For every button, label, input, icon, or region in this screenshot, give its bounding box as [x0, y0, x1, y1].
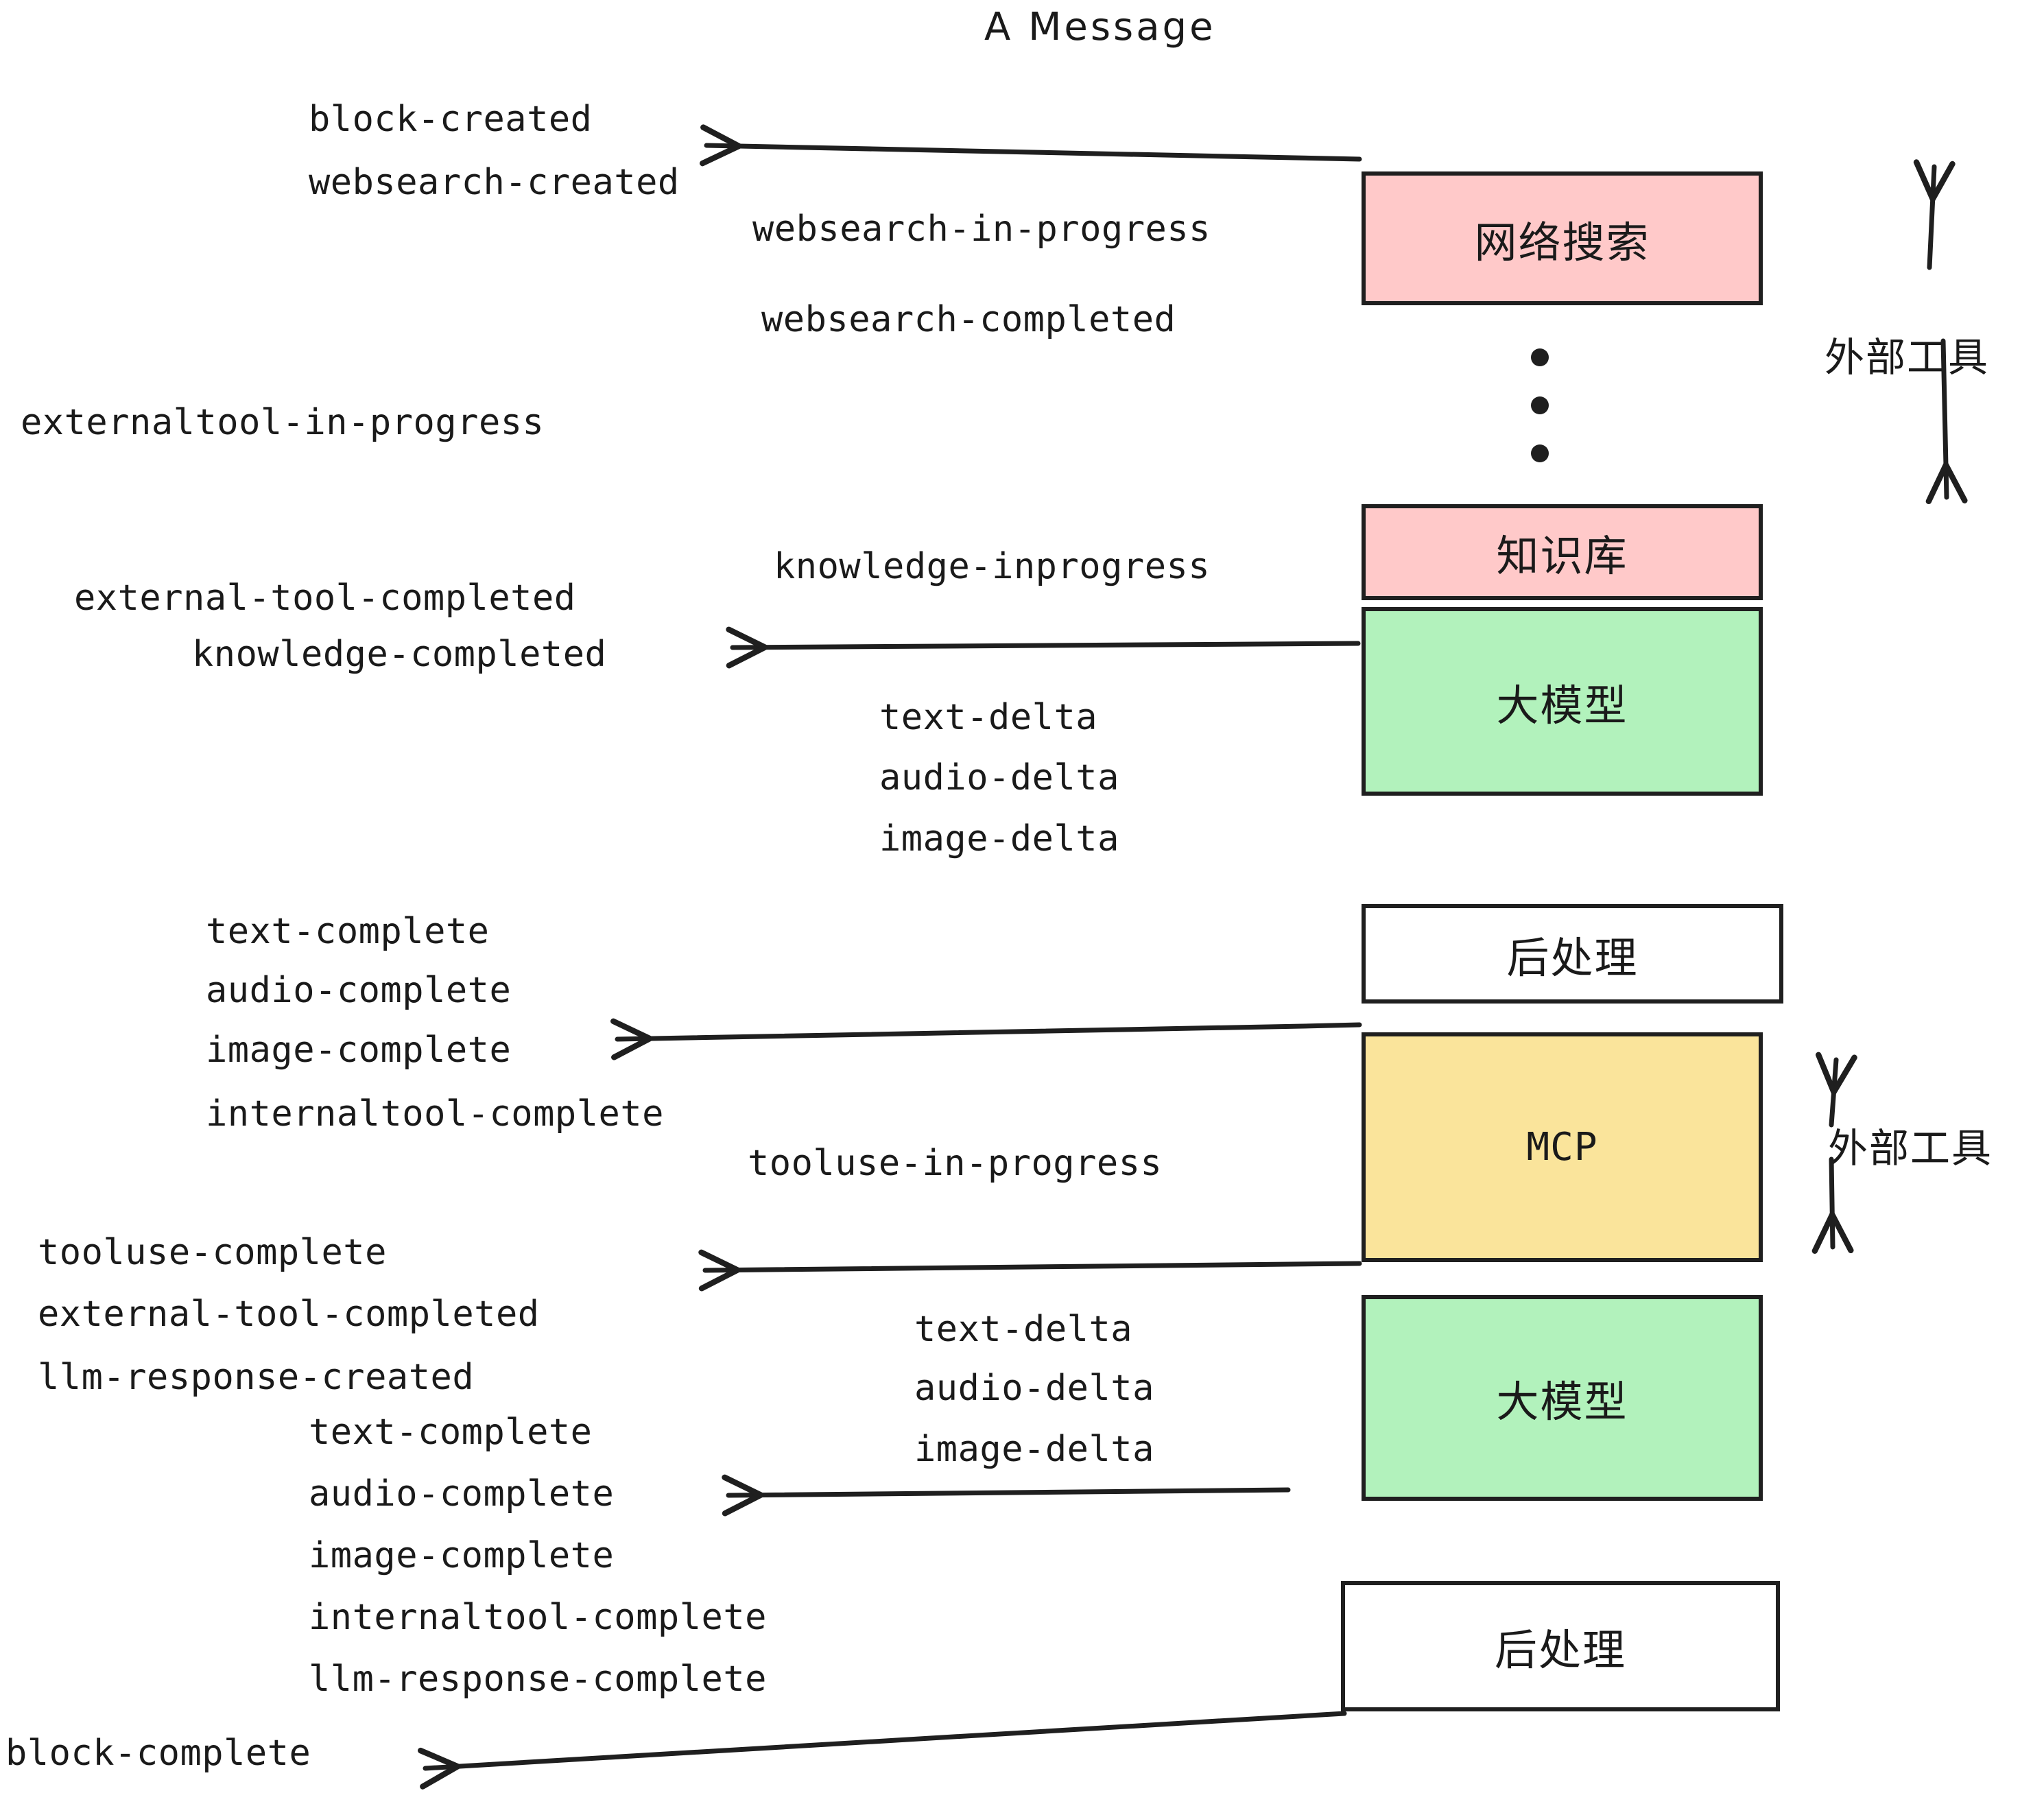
arrow-llm2-to-audio-complete: [722, 1474, 1291, 1517]
event-websearch-in-progress: websearch-in-progress: [752, 209, 1211, 250]
event-tooluse-in-progress: tooluse-in-progress: [748, 1143, 1163, 1184]
node-label: 网络搜索: [1474, 217, 1650, 268]
ellipsis-dot: [1531, 348, 1549, 366]
external-tool-label-top: 外部工具: [1825, 334, 1990, 381]
node-box-mcp[interactable]: MCP: [1362, 1032, 1763, 1262]
event-image-complete-1: image-complete: [206, 1030, 512, 1071]
event-audio-complete-2: audio-complete: [309, 1473, 615, 1515]
event-block-complete: block-complete: [5, 1733, 311, 1774]
arrow-postprocess2-to-block-complete: [417, 1711, 1347, 1790]
event-llm-response-complete: llm-response-complete: [309, 1659, 767, 1700]
node-label: 后处理: [1506, 932, 1639, 983]
event-image-complete-2: image-complete: [309, 1535, 615, 1576]
event-external-tool-completed-2: external-tool-completed: [38, 1294, 540, 1335]
external-tool-range-arrow-top: [1913, 159, 1968, 505]
node-label: 大模型: [1496, 680, 1628, 731]
node-box-postprocess-1[interactable]: 后处理: [1362, 904, 1783, 1004]
external-tool-label-bottom: 外部工具: [1828, 1125, 1993, 1172]
node-label: MCP: [1526, 1125, 1598, 1170]
event-text-complete-1: text-complete: [206, 911, 490, 952]
event-internaltool-complete-2: internaltool-complete: [309, 1597, 767, 1638]
node-label: 后处理: [1494, 1625, 1626, 1675]
event-block-created: block-created: [309, 99, 593, 140]
event-websearch-completed: websearch-completed: [761, 299, 1176, 340]
node-box-llm-1[interactable]: 大模型: [1362, 607, 1763, 796]
node-label: 知识库: [1496, 531, 1628, 581]
node-box-knowledge[interactable]: 知识库: [1362, 504, 1763, 600]
event-audio-delta-2: audio-delta: [914, 1368, 1154, 1409]
event-websearch-created: websearch-created: [309, 162, 680, 203]
event-audio-complete-1: audio-complete: [206, 970, 512, 1011]
arrow-mcp-to-tooluse-complete: [698, 1249, 1362, 1292]
node-box-websearch[interactable]: 网络搜索: [1362, 171, 1763, 305]
event-text-delta-1: text-delta: [879, 697, 1098, 738]
event-text-complete-2: text-complete: [309, 1412, 593, 1453]
event-internaltool-complete-1: internaltool-complete: [206, 1093, 664, 1135]
node-label: 大模型: [1496, 1377, 1628, 1427]
event-tooluse-complete: tooluse-complete: [38, 1232, 387, 1273]
node-box-postprocess-2[interactable]: 后处理: [1341, 1581, 1780, 1711]
ellipsis-dot: [1531, 444, 1549, 462]
node-box-llm-2[interactable]: 大模型: [1362, 1295, 1763, 1501]
event-knowledge-completed: knowledge-completed: [192, 634, 607, 675]
page-title: A Message: [984, 5, 1216, 49]
event-knowledge-inprogress: knowledge-inprogress: [774, 546, 1211, 587]
event-image-delta-2: image-delta: [914, 1429, 1154, 1470]
event-image-delta-1: image-delta: [879, 818, 1119, 859]
event-external-tool-completed-1: external-tool-completed: [74, 578, 576, 619]
event-audio-delta-1: audio-delta: [879, 757, 1119, 798]
ellipsis-dot: [1531, 396, 1549, 414]
arrow-websearch-to-created: [699, 124, 1362, 167]
event-text-delta-2: text-delta: [914, 1309, 1133, 1350]
event-externaltool-in-progress: externaltool-in-progress: [21, 402, 545, 443]
arrow-llm-to-knowledge-completed: [726, 626, 1361, 669]
event-llm-response-created: llm-response-created: [38, 1357, 475, 1398]
arrow-postprocess-to-image-complete: [610, 1018, 1362, 1060]
